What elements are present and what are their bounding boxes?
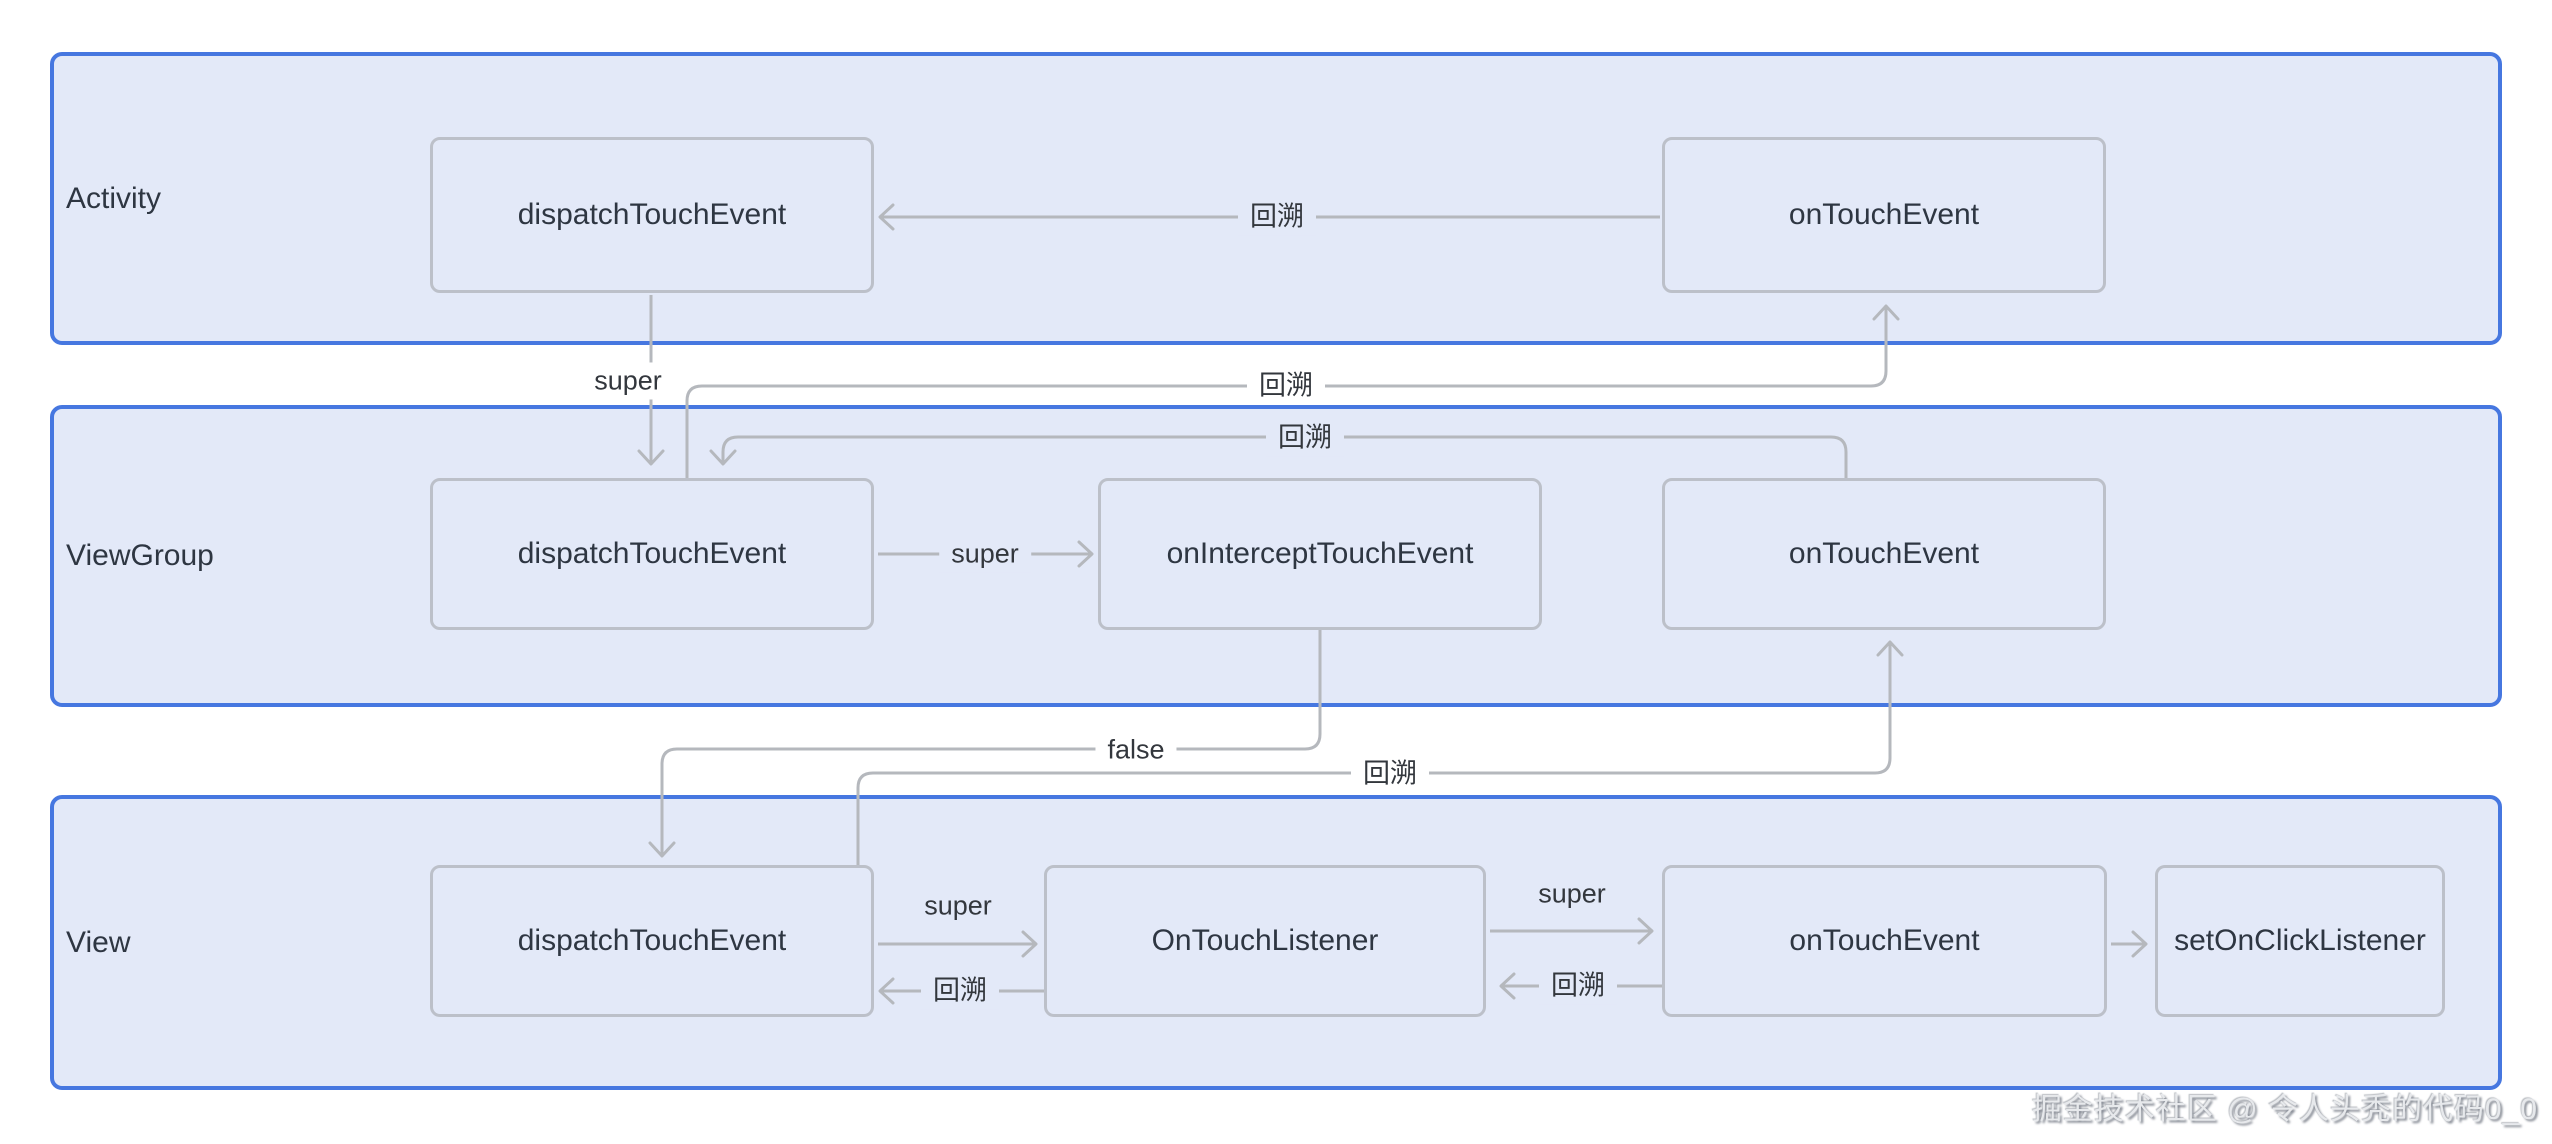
edge-label-super-view-dispatch-to-listener: super [924,890,992,921]
node-label: onTouchEvent [1788,537,1980,570]
node-label: dispatchTouchEvent [517,537,787,570]
container-viewgroup-label: ViewGroup [66,539,214,572]
node-viewgroup-onintercepttouchevent: onInterceptTouchEvent [1098,478,1542,630]
node-label: dispatchTouchEvent [517,924,787,957]
node-viewgroup-ontouchevent: onTouchEvent [1662,478,2106,630]
edge-label-backtrack-viewgroup-to-activity: 回溯 [1247,367,1325,405]
edge-label-activity-backtrack: 回溯 [1238,198,1316,236]
node-activity-ontouchevent: onTouchEvent [1662,137,2106,293]
node-view-setonclicklistener: setOnClickListener [2155,865,2445,1017]
edge-label-super-activity-to-viewgroup: super [582,362,674,400]
node-viewgroup-dispatchtouchevent: dispatchTouchEvent [430,478,874,630]
node-view-dispatchtouchevent: dispatchTouchEvent [430,865,874,1017]
container-view-label: View [66,925,131,959]
edge-label-intercept-false: false [1095,731,1177,769]
node-label: dispatchTouchEvent [517,198,787,231]
edge-label-super-viewgroup-intercept: super [939,535,1031,573]
edge-label-backtrack-view-to-viewgroup: 回溯 [1351,755,1429,793]
container-activity-label: Activity [66,181,162,215]
node-label: onTouchEvent [1789,924,1980,957]
node-label: setOnClickListener [2174,924,2426,957]
edge-label-super-listener-to-ontouch: super [1538,878,1606,909]
node-label: onTouchEvent [1788,198,1980,231]
edge-label-backtrack-ontouch-to-listener: 回溯 [1539,967,1617,1005]
edge-label-backtrack-listener-to-dispatch: 回溯 [921,972,999,1010]
node-activity-dispatchtouchevent: dispatchTouchEvent [430,137,874,293]
watermark: 掘金技术社区 @ 令人头秃的代码0_0 [2031,1093,2538,1126]
node-label: onInterceptTouchEvent [1166,537,1474,570]
edge-label-backtrack-viewgroup-internal: 回溯 [1266,419,1344,457]
node-view-ontouchevent: onTouchEvent [1662,865,2107,1017]
node-label: OnTouchListener [1151,924,1379,957]
node-view-ontouchlistener: OnTouchListener [1044,865,1486,1017]
